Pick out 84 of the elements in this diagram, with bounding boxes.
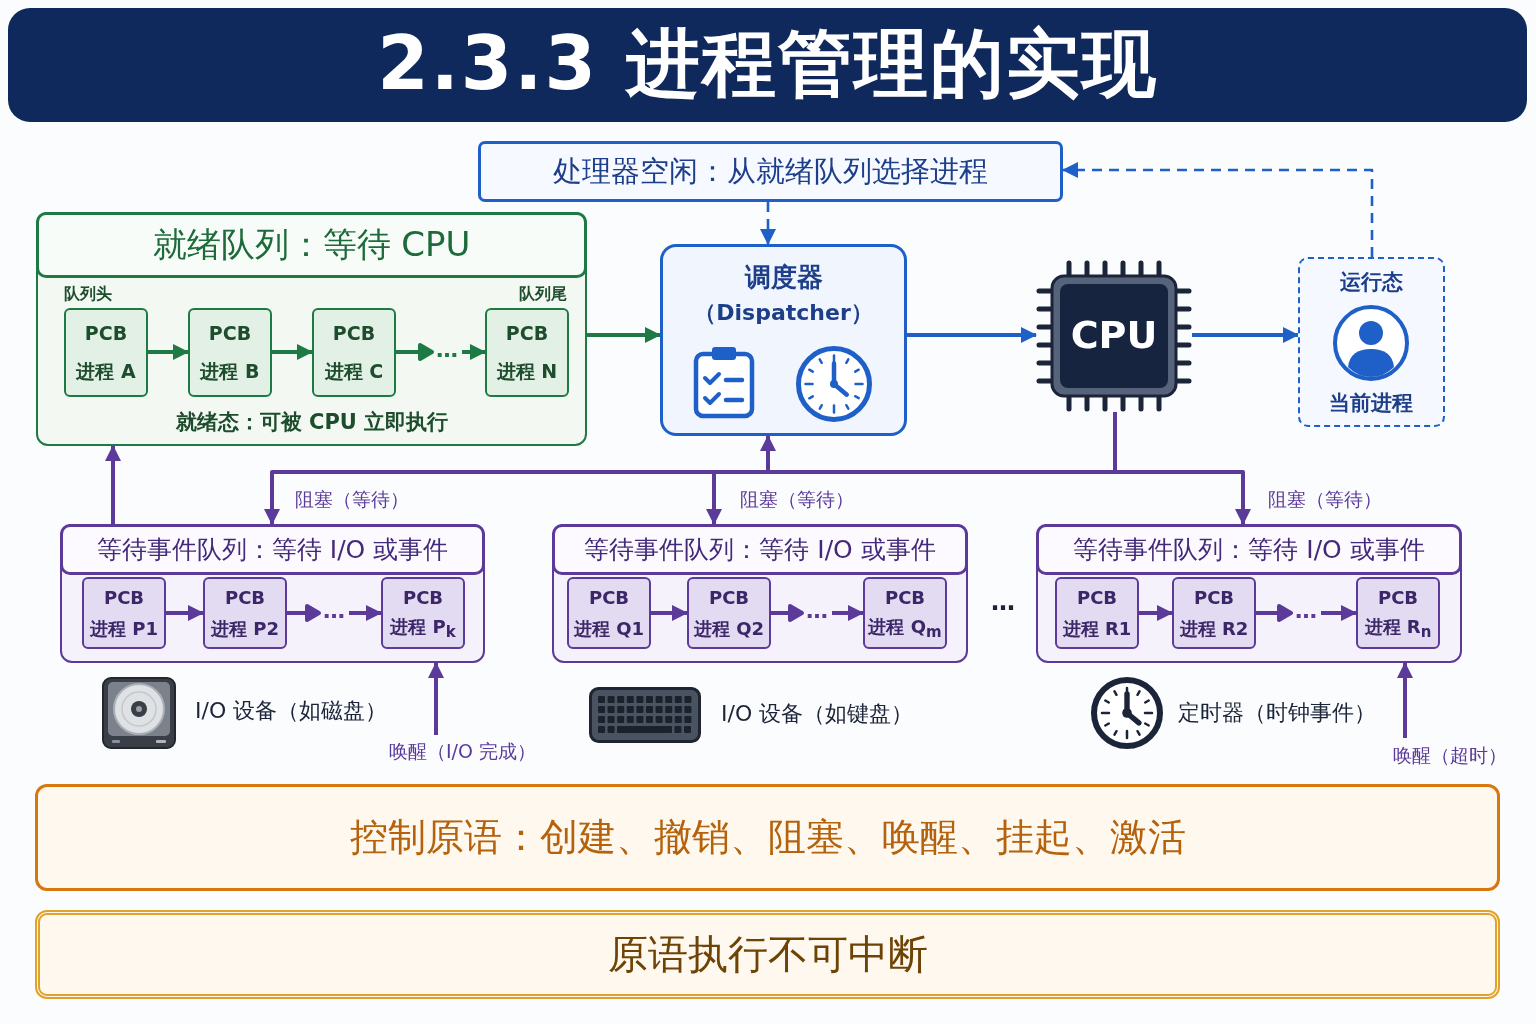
queue-header: 等待事件队列：等待 I/O 或事件 <box>1036 524 1462 575</box>
arrow <box>651 605 688 621</box>
process-name: 进程 R1 <box>1062 619 1132 640</box>
pcb-box <box>567 577 651 649</box>
dispatcher-box <box>660 244 907 436</box>
process-name: 进程 P$_{k}$ <box>390 616 456 642</box>
pcb-box <box>312 308 396 397</box>
pcb-label: PCB <box>708 588 750 609</box>
state-box <box>1298 257 1445 427</box>
arrow <box>148 344 189 360</box>
pcb-label: PCB <box>884 588 926 609</box>
process-name: 进程 Q1 <box>573 619 645 640</box>
process-name: 进程 R$_{n}$ <box>1364 616 1432 642</box>
pcb-label: PCB <box>332 323 376 345</box>
pcb-box <box>1055 577 1139 649</box>
state-title: 运行态 <box>1339 269 1403 295</box>
queue-header: 就绪队列：等待 CPU <box>36 212 587 278</box>
cpu-chip <box>1036 260 1192 412</box>
pcb-label: PCB <box>1377 588 1419 609</box>
process-name: 进程 C <box>324 361 384 384</box>
arrow <box>1113 412 1251 525</box>
info-box: 处理器空闲：从就绪队列选择进程 <box>478 141 1063 202</box>
state-note: 就绪态：可被 CPU 立即执行 <box>175 409 449 435</box>
pcb-label: PCB <box>1193 588 1235 609</box>
process-name: 进程 P2 <box>211 619 279 640</box>
note-bar: 原语执行不可中断 <box>35 910 1500 999</box>
title-banner: 2.3.3 进程管理的实现 <box>8 8 1527 122</box>
process-name: 进程 Q2 <box>693 619 765 640</box>
dashed-arrow <box>1062 162 1374 257</box>
dispatcher-subtitle: （Dispatcher） <box>694 300 873 326</box>
queue-panel <box>552 524 968 663</box>
arrow <box>1254 604 1358 622</box>
arrow <box>769 604 865 622</box>
queue-tail-label: 队列尾 <box>519 284 567 304</box>
arrow <box>394 343 487 361</box>
primitive-bar: 控制原语：创建、撤销、阻塞、唤醒、挂起、激活 <box>35 784 1500 891</box>
pcb-box <box>1356 577 1440 649</box>
pcb-label: PCB <box>84 323 128 345</box>
arrow <box>907 327 1037 343</box>
pcb-label: PCB <box>1076 588 1118 609</box>
device-label: I/O 设备（如磁盘） <box>195 698 388 724</box>
ellipsis: … <box>991 589 1015 617</box>
queue-header: 等待事件队列：等待 I/O 或事件 <box>60 524 485 575</box>
pcb-box <box>203 577 287 649</box>
pcb-box <box>381 577 465 649</box>
process-name: 进程 R2 <box>1179 619 1249 640</box>
arrow <box>587 327 661 343</box>
pcb-box <box>863 577 947 649</box>
process-name: 进程 A <box>76 361 136 384</box>
queue-panel <box>60 524 485 663</box>
arrow <box>272 344 313 360</box>
device-label: 定时器（时钟事件） <box>1178 700 1376 726</box>
pcb-box <box>188 308 272 397</box>
pcb-box <box>485 308 569 397</box>
process-name: 进程 Q$_{m}$ <box>868 616 942 642</box>
arrow <box>1192 327 1299 343</box>
pcb-label: PCB <box>224 588 266 609</box>
dispatcher-title: 调度器 <box>744 263 823 293</box>
queue-head-label: 队列头 <box>64 284 112 304</box>
process-name: 进程 N <box>496 361 558 384</box>
pcb-box <box>82 577 166 649</box>
arrow <box>428 662 444 735</box>
process-name: 进程 P1 <box>90 619 158 640</box>
pcb-label: PCB <box>208 323 252 345</box>
arrow <box>105 445 121 524</box>
process-name: 进程 B <box>200 361 260 384</box>
dashed-arrow <box>760 202 776 245</box>
pcb-box <box>1172 577 1256 649</box>
pcb-label: PCB <box>402 588 444 609</box>
arrow <box>1139 605 1173 621</box>
state-caption: 当前进程 <box>1329 390 1413 416</box>
pcb-label: PCB <box>588 588 630 609</box>
pcb-label: PCB <box>505 323 549 345</box>
queue-header: 等待事件队列：等待 I/O 或事件 <box>552 524 968 575</box>
pcb-box <box>687 577 771 649</box>
chip-label: CPU <box>1070 314 1158 358</box>
arrow <box>285 604 383 622</box>
queue-panel <box>1036 524 1462 663</box>
arrow <box>166 605 204 621</box>
pcb-box <box>64 308 148 397</box>
pcb-label: PCB <box>103 588 145 609</box>
arrow <box>1397 662 1413 738</box>
queue-panel <box>36 212 587 446</box>
device-label: I/O 设备（如键盘） <box>721 701 914 727</box>
